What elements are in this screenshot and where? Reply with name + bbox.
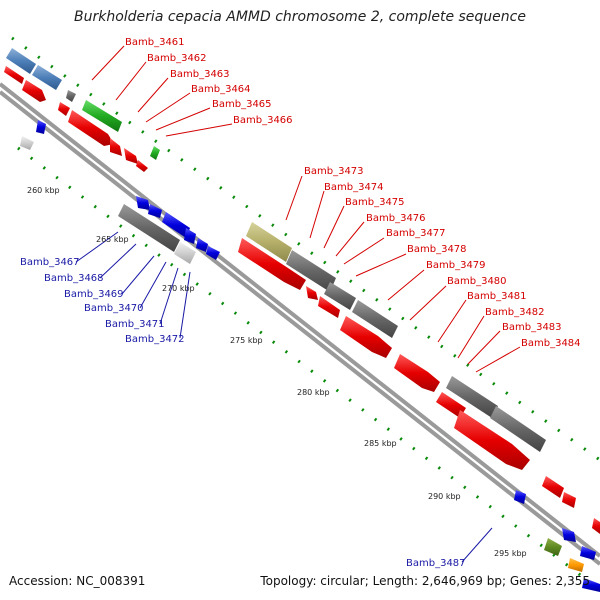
gene-block[interactable] <box>118 204 180 252</box>
gene-arrow[interactable] <box>542 476 564 498</box>
gene-arrow[interactable] <box>136 196 150 210</box>
gene-label[interactable]: Bamb_3479 <box>426 260 486 271</box>
gene-label[interactable]: Bamb_3481 <box>467 291 527 302</box>
scale-label: 275 kbp <box>230 336 263 345</box>
gene-arrow[interactable] <box>36 120 46 134</box>
gene-arrow[interactable] <box>580 546 596 560</box>
gene-arrow[interactable] <box>238 238 306 290</box>
gene-arrow[interactable] <box>22 80 46 102</box>
genes-count-text: Genes: 2,355 <box>509 574 590 588</box>
gene-block[interactable] <box>544 538 562 556</box>
gene-arrow[interactable] <box>4 66 24 84</box>
gene-arrow[interactable] <box>514 490 526 504</box>
map-title: Burkholderia cepacia AMMD chromosome 2, … <box>74 9 526 25</box>
gene-arrow[interactable] <box>110 138 122 156</box>
gene-arrow[interactable] <box>68 110 114 146</box>
gene-block[interactable] <box>66 90 76 102</box>
scale-label: 280 kbp <box>297 388 330 397</box>
gene-label[interactable]: Bamb_3464 <box>191 84 251 95</box>
forward-genes <box>4 48 600 534</box>
gene-arrow[interactable] <box>196 238 208 252</box>
gene-arrow[interactable] <box>436 392 466 418</box>
gene-block[interactable] <box>490 406 546 452</box>
gene-label[interactable]: Bamb_3462 <box>147 53 207 64</box>
gene-label[interactable]: Bamb_3467 <box>20 257 80 268</box>
topology-text: Topology: circular; <box>260 574 369 588</box>
gene-label[interactable]: Bamb_3478 <box>407 244 467 255</box>
gene-block[interactable] <box>82 100 122 132</box>
tick-track-inner <box>17 146 600 592</box>
gene-block[interactable] <box>150 146 160 160</box>
gene-label[interactable]: Bamb_3461 <box>125 37 185 48</box>
scale-label: 285 kbp <box>364 439 397 448</box>
gene-block[interactable] <box>286 250 336 292</box>
accession-text: Accession: NC_008391 <box>9 574 146 588</box>
gene-arrow[interactable] <box>148 204 162 218</box>
gene-label[interactable]: Bamb_3463 <box>170 69 230 80</box>
gene-block[interactable] <box>246 222 292 262</box>
label-leaders <box>75 45 521 563</box>
gene-block[interactable] <box>352 300 398 338</box>
gene-arrow[interactable] <box>124 148 138 164</box>
gene-label[interactable]: Bamb_3484 <box>521 338 581 349</box>
backbone-line-outer <box>0 82 600 558</box>
gene-arrow[interactable] <box>318 296 340 318</box>
scale-label: 290 kbp <box>428 492 461 501</box>
gene-arrow[interactable] <box>562 492 576 508</box>
gene-label[interactable]: Bamb_3465 <box>212 99 272 110</box>
gene-arrow[interactable] <box>306 286 318 300</box>
gene-arrow[interactable] <box>58 102 70 116</box>
gene-label[interactable]: Bamb_3471 <box>105 319 165 330</box>
gene-label[interactable]: Bamb_3480 <box>447 276 507 287</box>
gene-block[interactable] <box>20 136 34 150</box>
gene-arrow[interactable] <box>394 354 440 392</box>
backbone-line-inner <box>0 90 600 566</box>
reverse-genes <box>20 120 600 592</box>
scale-label: 270 kbp <box>162 284 195 293</box>
gene-arrow[interactable] <box>136 160 148 172</box>
gene-label[interactable]: Bamb_3473 <box>304 166 364 177</box>
gene-arrow[interactable] <box>162 212 190 238</box>
gene-block[interactable] <box>174 242 196 264</box>
gene-block[interactable] <box>446 376 498 418</box>
scale-label: 260 kbp <box>27 186 60 195</box>
gene-label[interactable]: Bamb_3477 <box>386 228 446 239</box>
gene-arrow[interactable] <box>454 410 530 470</box>
gene-arrow[interactable] <box>592 518 600 534</box>
scale-labels: 260 kbp 265 kbp 270 kbp 275 kbp 280 kbp … <box>27 186 527 558</box>
forward-gene-labels: Bamb_3461 Bamb_3462 Bamb_3463 Bamb_3464 … <box>125 37 581 349</box>
reverse-gene-labels: Bamb_3467 Bamb_3468 Bamb_3469 Bamb_3470 … <box>20 257 466 569</box>
gene-block[interactable] <box>32 65 62 90</box>
gene-arrow[interactable] <box>184 228 196 244</box>
gene-block[interactable] <box>324 282 356 310</box>
gene-arrow[interactable] <box>206 246 220 260</box>
gene-label[interactable]: Bamb_3469 <box>64 289 124 300</box>
gene-arrow[interactable] <box>582 578 600 592</box>
gene-label[interactable]: Bamb_3468 <box>44 273 104 284</box>
gene-arrow[interactable] <box>568 558 584 572</box>
gene-label[interactable]: Bamb_3466 <box>233 115 293 126</box>
gene-label[interactable]: Bamb_3476 <box>366 213 426 224</box>
backbone <box>0 82 600 566</box>
length-text: Length: 2,646,969 bp; <box>372 574 507 588</box>
gene-block[interactable] <box>6 48 36 74</box>
gene-label[interactable]: Bamb_3487 <box>406 558 466 569</box>
gene-label[interactable]: Bamb_3470 <box>84 303 144 314</box>
gene-label[interactable]: Bamb_3482 <box>485 307 545 318</box>
gene-label[interactable]: Bamb_3483 <box>502 322 562 333</box>
gene-label[interactable]: Bamb_3475 <box>345 197 405 208</box>
gene-label[interactable]: Bamb_3474 <box>324 182 384 193</box>
gene-arrow[interactable] <box>340 316 392 358</box>
gene-label[interactable]: Bamb_3472 <box>125 334 185 345</box>
scale-label: 295 kbp <box>494 549 527 558</box>
tick-marks <box>11 36 600 592</box>
gene-arrow[interactable] <box>562 528 576 542</box>
genome-info: Topology: circular; Length: 2,646,969 bp… <box>260 574 590 588</box>
scale-label: 265 kbp <box>96 235 129 244</box>
